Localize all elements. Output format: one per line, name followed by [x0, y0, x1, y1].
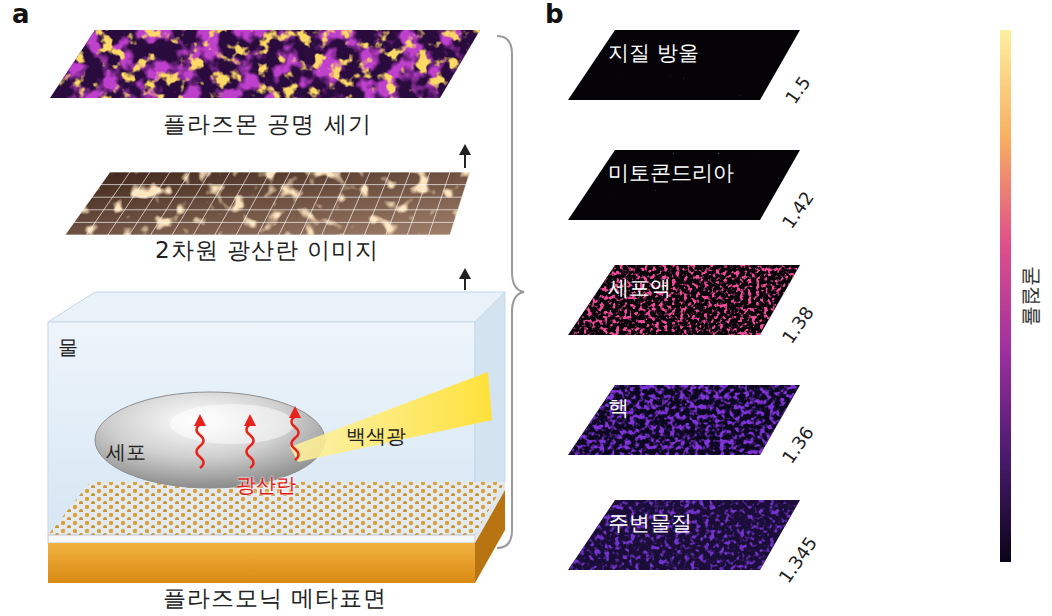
panel-letter: b: [545, 0, 564, 29]
index-value: 1.345: [775, 533, 821, 587]
index-layer: 미토콘드리아 1.42: [560, 148, 822, 244]
index-value: 1.42: [778, 188, 817, 232]
panel-letter: a: [12, 0, 30, 29]
scatter-label: 광산란: [236, 474, 296, 496]
layer-title: 2차원 광산란 이미지: [155, 238, 379, 263]
index-layer: 지질 방울 1.5: [560, 28, 822, 124]
index-layer: 세포액 1.38: [560, 263, 822, 359]
index-value: 1.5: [782, 73, 815, 108]
layer-title: 미토콘드리아: [608, 162, 734, 185]
layer-title: 플라즈모닉 메타표면: [163, 586, 387, 611]
index-layer: 주변물질 1.345: [560, 498, 822, 594]
layer-title: 지질 방울: [608, 42, 699, 65]
colorbar: [1000, 30, 1011, 562]
layer-shape: [560, 383, 822, 479]
plasmon-map-layer: 플라즈몬 공명 세기: [40, 26, 495, 144]
layer-title: 세포액: [608, 277, 671, 300]
index-value: 1.36: [778, 423, 817, 467]
colorbar-title: 굴절률: [1021, 266, 1043, 326]
index-layer: 핵 1.36: [560, 383, 822, 479]
layer-title: 핵: [608, 397, 629, 420]
arrow-head: [459, 268, 471, 279]
flow-arrow: [459, 268, 471, 290]
cell-label: 세포: [106, 441, 146, 463]
flow-arrow: [459, 144, 471, 168]
layer-title: 플라즈몬 공명 세기: [163, 112, 372, 137]
light-label: 백색광: [346, 425, 406, 447]
scatter-image-layer: 2차원 광산란 이미지: [40, 168, 495, 268]
arrow-head: [459, 144, 471, 155]
medium-label: 물: [58, 336, 78, 358]
layer-shape: [560, 263, 822, 359]
index-value: 1.38: [778, 303, 817, 347]
layer-title: 주변물질: [608, 512, 692, 535]
arrow-shaft: [464, 153, 466, 168]
